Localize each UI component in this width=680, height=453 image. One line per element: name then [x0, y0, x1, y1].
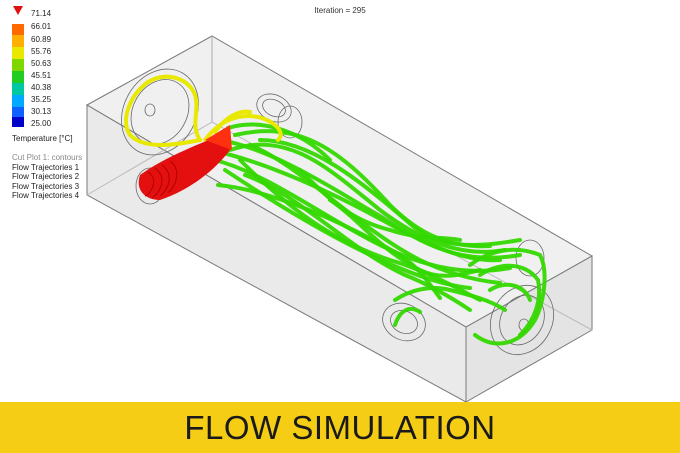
plot-list: Cut Plot 1: contours Flow Trajectories 1…: [12, 153, 82, 201]
simulation-viewport[interactable]: Iteration = 295 71.14 66.01 60.89 55.76 …: [0, 0, 680, 402]
flow-trajectories-yellow: [124, 74, 283, 147]
title-banner: FLOW SIMULATION: [0, 402, 680, 453]
housing-box: [85, 35, 594, 402]
flow-trajectories-red: [138, 125, 232, 200]
legend-swatch-9: [12, 117, 24, 127]
legend-swatch-5: [12, 71, 24, 83]
port-top-left: [121, 68, 199, 156]
legend-swatch-4: [12, 59, 24, 71]
legend-swatch-3: [12, 47, 24, 59]
legend-unit-label: Temperature [°C]: [12, 134, 73, 143]
plot-item-trajectories-2[interactable]: Flow Trajectories 2: [12, 172, 80, 181]
triangle-down-icon: [13, 6, 23, 15]
legend-tick-9: 30.13: [31, 107, 52, 116]
port-side-right: [515, 239, 545, 277]
iteration-label: Iteration = 295: [314, 6, 366, 15]
flow-trajectories-green: [208, 122, 547, 346]
banner-title: FLOW SIMULATION: [184, 408, 496, 446]
legend-tick-10: 25.00: [31, 119, 52, 128]
plot-item-cut-plot[interactable]: Cut Plot 1: contours: [12, 153, 83, 162]
plot-item-trajectories-1[interactable]: Flow Trajectories 1: [12, 162, 80, 172]
port-side-far: [277, 105, 303, 139]
plot-item-trajectories-4[interactable]: Flow Trajectories 4: [12, 191, 80, 200]
legend-tick-7: 40.38: [31, 83, 52, 92]
legend-tick-2: 66.01: [31, 22, 52, 31]
legend-swatch-8: [12, 107, 24, 117]
legend-swatch-6: [12, 83, 24, 95]
legend-swatch-1: [12, 24, 24, 35]
port-bottom-left: [382, 302, 426, 342]
legend-tick-6: 45.51: [31, 71, 52, 80]
legend-tick-1: 71.14: [31, 9, 52, 18]
legend-swatch-2: [12, 35, 24, 47]
plot-item-trajectories-3[interactable]: Flow Trajectories 3: [12, 181, 80, 191]
legend-tick-5: 50.63: [31, 59, 52, 68]
legend-swatch-7: [12, 95, 24, 107]
model-scene[interactable]: [0, 0, 680, 402]
legend-tick-8: 35.25: [31, 95, 52, 104]
legend-tick-3: 60.89: [31, 35, 52, 44]
legend-color-bar: [12, 24, 24, 127]
legend-tick-4: 55.76: [31, 47, 52, 56]
